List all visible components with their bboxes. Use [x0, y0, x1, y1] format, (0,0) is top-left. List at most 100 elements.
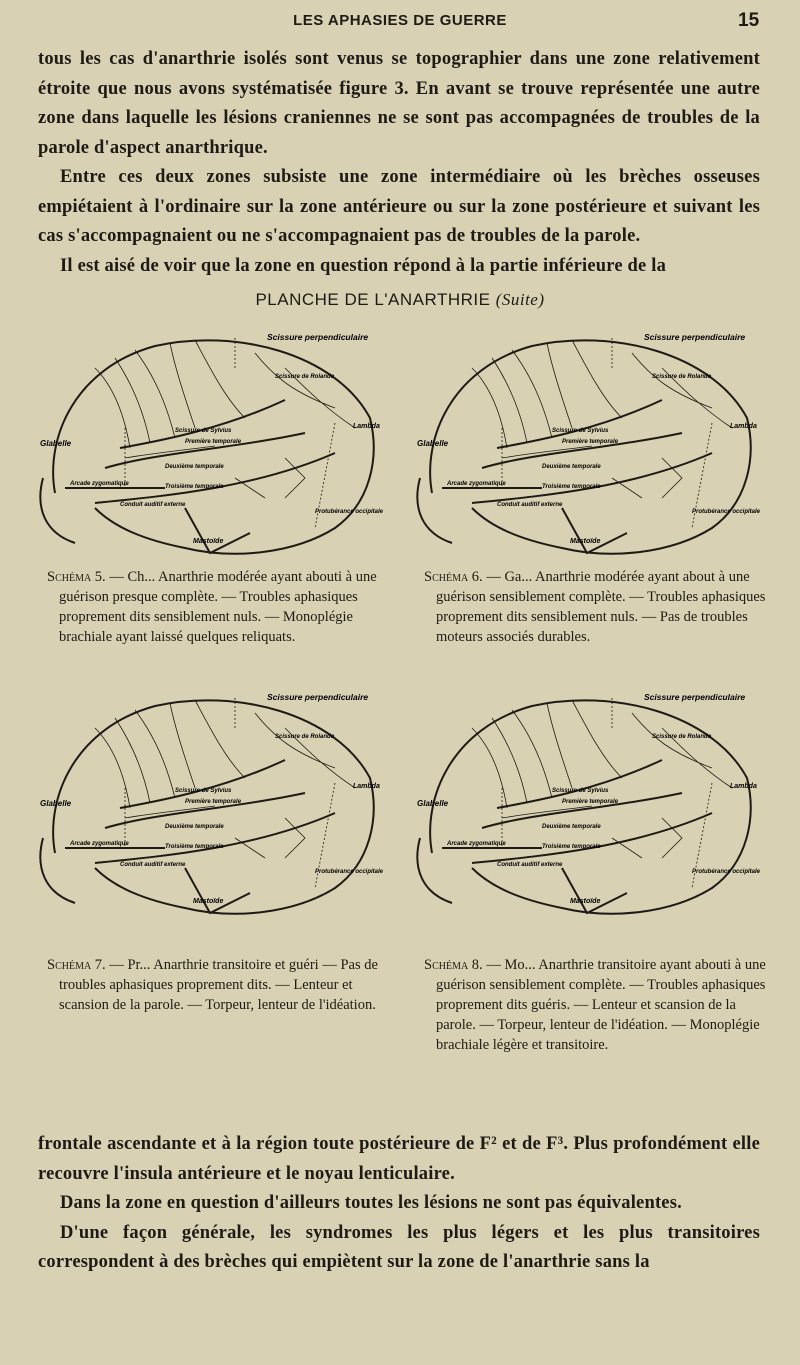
label-lambda: Lambda	[730, 423, 757, 430]
skull-base	[416, 477, 453, 544]
label-scissure-perp: Scissure perpendiculaire	[267, 332, 368, 342]
label-rolando: Scissure de Rolando	[652, 734, 712, 740]
label-mastoide: Mastoïde	[193, 898, 223, 905]
brain-lateral-view: Glabelle Lambda Mastoïde Scissure de Syl…	[39, 692, 384, 915]
caption-text: — Ch... Anarthrie modérée ayant abouti à…	[59, 569, 377, 645]
label-troisieme-temporale: Troisième temporale	[165, 484, 224, 490]
label-arcade: Arcade zygomatique	[446, 841, 506, 847]
caption-schema-8: Schéma 8. — Mo... Anarthrie transitoire …	[424, 955, 771, 1055]
paragraph: tous les cas d'anarthrie isolés sont ven…	[38, 49, 760, 158]
temporal-lobe	[471, 432, 713, 504]
label-arcade: Arcade zygomatique	[69, 841, 129, 847]
temporal-lobe	[94, 432, 336, 504]
caption-schema-7: Schéma 7. — Pr... Anarthrie transitoire …	[47, 955, 394, 1015]
sylvian-fissure	[119, 759, 286, 809]
label-deuxieme-temporale: Deuxième temporale	[165, 464, 224, 470]
brain-lateral-view: Glabelle Lambda Mastoïde Scissure de Syl…	[39, 332, 384, 555]
label-rolando: Scissure de Rolando	[652, 374, 712, 380]
label-conduit: Conduit auditif externe	[120, 862, 186, 868]
label-protuberance: Protubérance occipitale	[315, 869, 384, 875]
skull-base	[39, 837, 76, 904]
label-sylvius: Scissure de Sylvius	[552, 788, 609, 794]
paragraph: Dans la zone en question d'ailleurs tout…	[60, 1193, 682, 1213]
label-scissure-perp: Scissure perpendiculaire	[644, 332, 745, 342]
label-conduit: Conduit auditif externe	[497, 862, 563, 868]
caption-text: — Ga... Anarthrie modérée ayant about à …	[436, 569, 766, 645]
label-premiere-temporale: Première temporale	[185, 799, 242, 805]
caption-lead: Schéma 5.	[47, 569, 106, 585]
label-rolando: Scissure de Rolando	[275, 374, 335, 380]
label-glabelle: Glabelle	[40, 439, 72, 448]
label-mastoide: Mastoïde	[570, 538, 600, 545]
brain-diagram-schema-5: Glabelle Lambda Mastoïde Scissure de Syl…	[35, 328, 385, 563]
label-deuxieme-temporale: Deuxième temporale	[542, 464, 601, 470]
caption-schema-6: Schéma 6. — Ga... Anarthrie modérée ayan…	[424, 567, 771, 647]
plate-title: PLANCHE DE L'ANARTHRIE (Suite)	[0, 290, 800, 310]
mastoid	[561, 867, 628, 915]
label-mastoide: Mastoïde	[570, 898, 600, 905]
running-title: LES APHASIES DE GUERRE	[293, 12, 507, 29]
skull-base	[39, 477, 76, 544]
label-troisieme-temporale: Troisième temporale	[165, 844, 224, 850]
label-troisieme-temporale: Troisième temporale	[542, 844, 601, 850]
plate-subtitle: (Suite)	[495, 290, 545, 309]
sylvian-fissure	[496, 759, 663, 809]
label-troisieme-temporale: Troisième temporale	[542, 484, 601, 490]
caption-lead: Schéma 7.	[47, 957, 106, 973]
paragraph: Entre ces deux zones subsiste une zone i…	[38, 167, 760, 246]
skull-outline	[52, 699, 375, 915]
brain-diagram-schema-7: Glabelle Lambda Mastoïde Scissure de Syl…	[35, 688, 385, 923]
label-sylvius: Scissure de Sylvius	[552, 428, 609, 434]
brain-lateral-view: Glabelle Lambda Mastoïde Scissure de Syl…	[416, 692, 761, 915]
label-glabelle: Glabelle	[417, 799, 449, 808]
label-premiere-temporale: Première temporale	[562, 799, 619, 805]
label-arcade: Arcade zygomatique	[446, 481, 506, 487]
temporal-lobe	[471, 792, 713, 864]
mastoid	[184, 867, 251, 915]
temporal-lobe	[94, 792, 336, 864]
skull-outline	[429, 699, 752, 915]
caption-schema-5: Schéma 5. — Ch... Anarthrie modérée ayan…	[47, 567, 394, 647]
intro-paragraph: tous les cas d'anarthrie isolés sont ven…	[38, 45, 760, 281]
label-deuxieme-temporale: Deuxième temporale	[542, 824, 601, 830]
mastoid	[184, 507, 251, 555]
brain-diagram-schema-6: Glabelle Lambda Mastoïde Scissure de Syl…	[412, 328, 762, 563]
paragraph: Il est aisé de voir que la zone en quest…	[60, 255, 667, 276]
label-lambda: Lambda	[353, 783, 380, 790]
label-mastoide: Mastoïde	[193, 538, 223, 545]
sylvian-fissure	[119, 399, 286, 449]
label-premiere-temporale: Première temporale	[185, 439, 242, 445]
skull-outline	[52, 339, 375, 555]
label-sylvius: Scissure de Sylvius	[175, 428, 232, 434]
label-premiere-temporale: Première temporale	[562, 439, 619, 445]
label-scissure-perp: Scissure perpendiculaire	[644, 692, 745, 702]
label-lambda: Lambda	[353, 423, 380, 430]
label-protuberance: Protubérance occipitale	[692, 869, 761, 875]
label-arcade: Arcade zygomatique	[69, 481, 129, 487]
label-glabelle: Glabelle	[417, 439, 449, 448]
label-conduit: Conduit auditif externe	[120, 502, 186, 508]
caption-lead: Schéma 8.	[424, 957, 483, 973]
label-glabelle: Glabelle	[40, 799, 72, 808]
brain-lateral-view: Glabelle Lambda Mastoïde Scissure de Syl…	[416, 332, 761, 555]
label-scissure-perp: Scissure perpendiculaire	[267, 692, 368, 702]
label-lambda: Lambda	[730, 783, 757, 790]
paragraph: D'une façon générale, les syndromes les …	[38, 1222, 760, 1273]
skull-base	[416, 837, 453, 904]
plate-title-text: PLANCHE DE L'ANARTHRIE	[255, 290, 491, 309]
sylvian-fissure	[496, 399, 663, 449]
closing-paragraph: frontale ascendante et à la région toute…	[38, 1130, 760, 1278]
paragraph: frontale ascendante et à la région toute…	[38, 1134, 760, 1184]
mastoid	[561, 507, 628, 555]
page-number: 15	[738, 10, 760, 31]
label-deuxieme-temporale: Deuxième temporale	[165, 824, 224, 830]
label-protuberance: Protubérance occipitale	[692, 509, 761, 515]
caption-text: — Mo... Anarthrie transitoire ayant abou…	[436, 957, 766, 1053]
label-sylvius: Scissure de Sylvius	[175, 788, 232, 794]
caption-text: — Pr... Anarthrie transitoire et guéri —…	[59, 957, 378, 1013]
label-conduit: Conduit auditif externe	[497, 502, 563, 508]
caption-lead: Schéma 6.	[424, 569, 483, 585]
skull-outline	[429, 339, 752, 555]
brain-diagram-schema-8: Glabelle Lambda Mastoïde Scissure de Syl…	[412, 688, 762, 923]
label-rolando: Scissure de Rolando	[275, 734, 335, 740]
